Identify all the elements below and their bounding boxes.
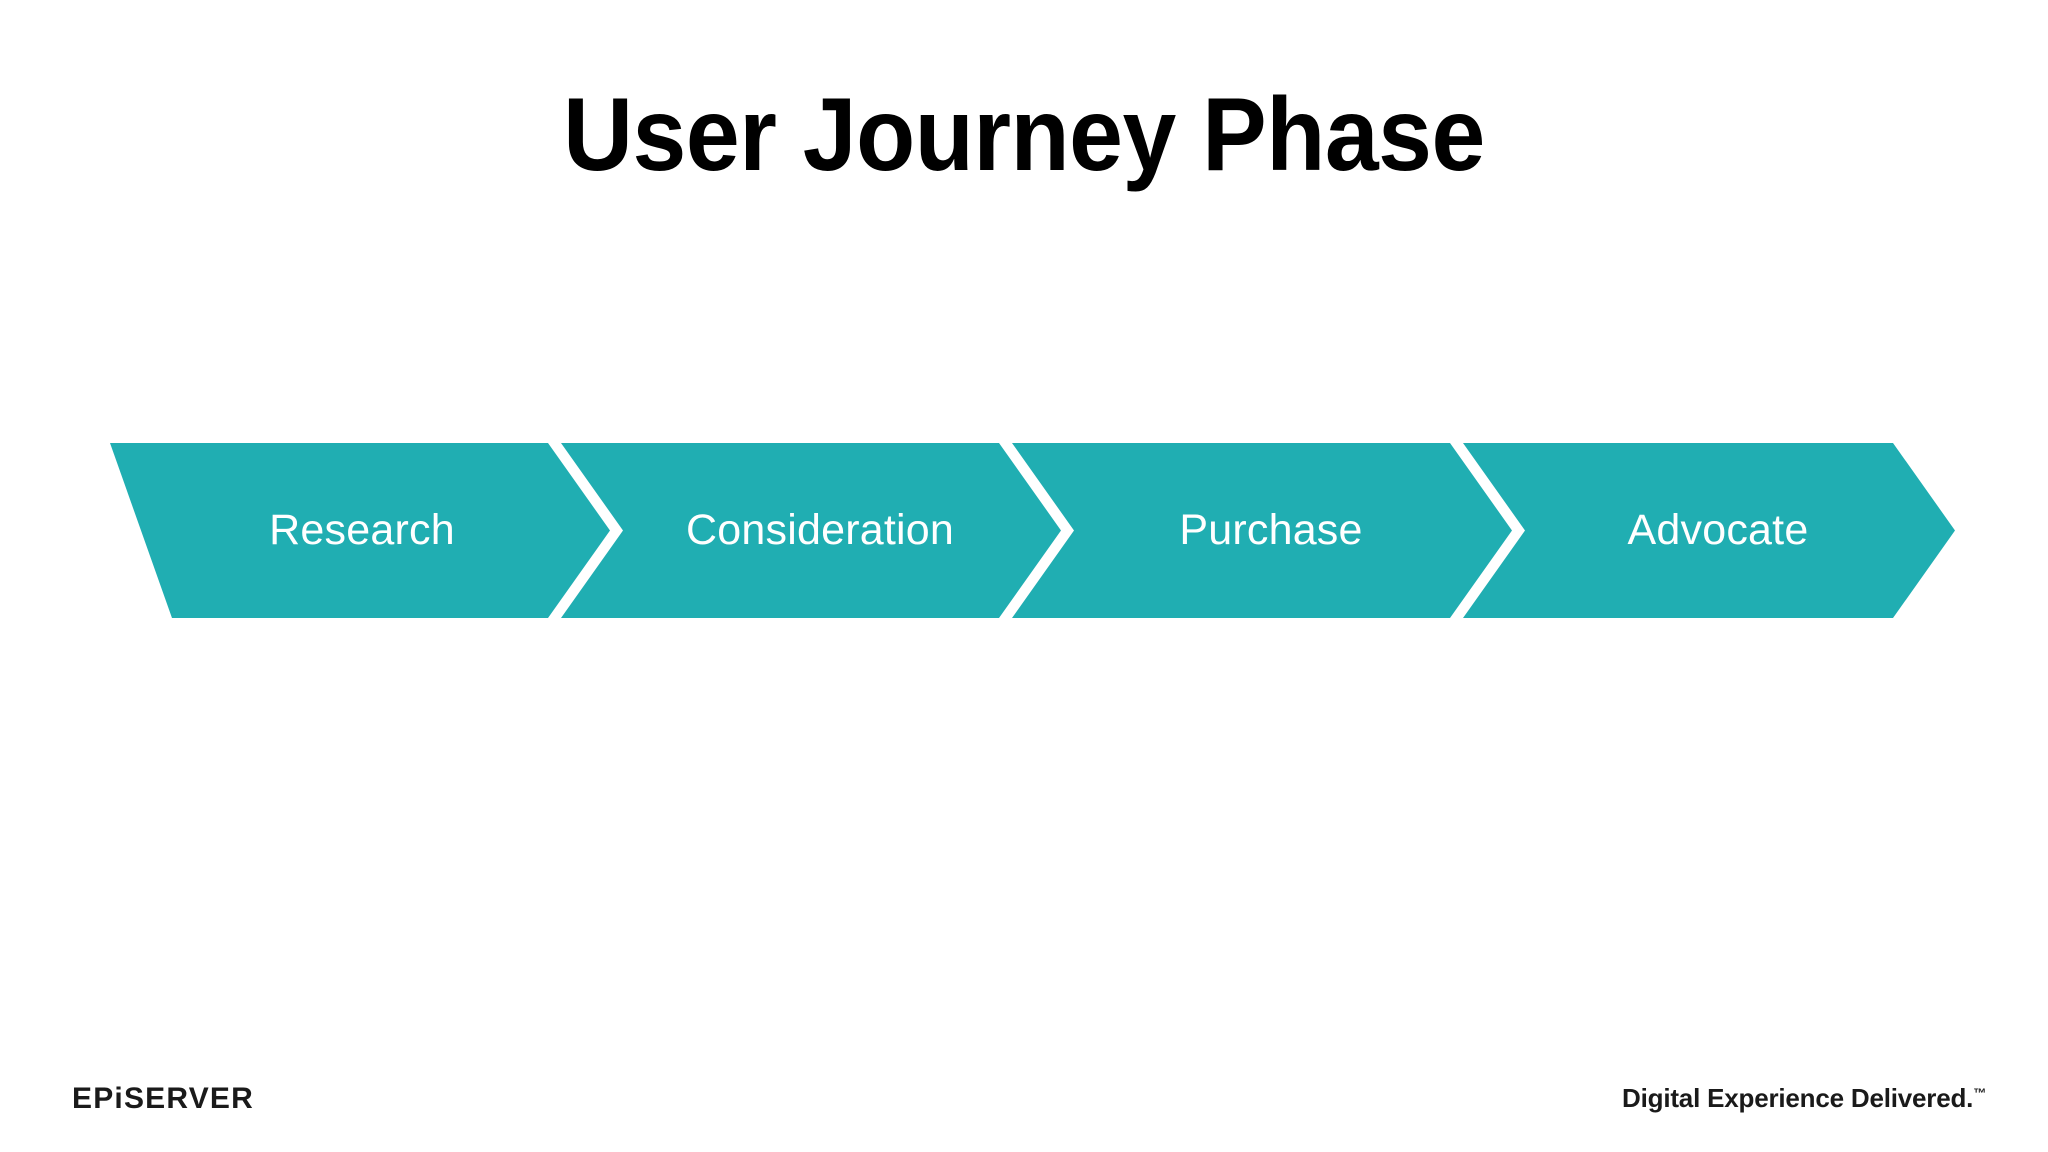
trademark-symbol: ™: [1973, 1085, 1986, 1101]
footer-tagline-text: Digital Experience Delivered.: [1622, 1083, 1974, 1113]
chevron-shape: [1463, 443, 1955, 618]
flow-step-label: Purchase: [1179, 506, 1363, 554]
flow-step-label: Advocate: [1627, 506, 1809, 554]
flow-step-label: Research: [269, 506, 455, 554]
chevron-shape: [1012, 443, 1512, 618]
page-title: User Journey Phase: [563, 77, 1485, 193]
flow-step-consideration[interactable]: Consideration: [561, 443, 1061, 618]
user-journey-flow: Research Consideration Purchase Advocate: [110, 443, 1955, 618]
flow-step-research[interactable]: Research: [110, 443, 610, 618]
flow-step-label: Consideration: [686, 506, 954, 554]
chevron-shape: [561, 443, 1061, 618]
footer-tagline: Digital Experience Delivered.™: [1622, 1083, 1986, 1114]
chevron-shape: [110, 443, 610, 618]
episerver-logo: EPiSERVER: [72, 1082, 254, 1115]
flow-step-advocate[interactable]: Advocate: [1463, 443, 1955, 618]
flow-step-purchase[interactable]: Purchase: [1012, 443, 1512, 618]
